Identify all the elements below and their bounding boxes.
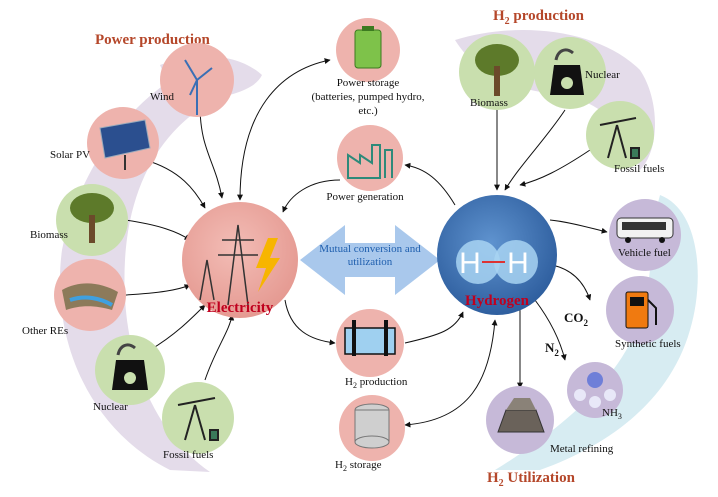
electrolyzer-icon — [344, 320, 396, 356]
power-biomass-node: Biomass — [30, 184, 128, 256]
wind-node: Wind — [150, 43, 234, 117]
other-res-node: Other REs — [22, 259, 126, 337]
arrow-biomass-electricity — [124, 219, 191, 241]
arrow-fossil-hydrogen — [519, 149, 591, 187]
arrow-other-electricity — [124, 284, 191, 296]
hydrogen-symbol-left: H — [459, 247, 481, 280]
power-tower-icon — [199, 224, 258, 306]
arrow-solar-electricity — [144, 159, 206, 209]
metal-refining-label: Metal refining — [550, 443, 614, 455]
power-storage-label-3: etc.) — [358, 105, 378, 117]
wind-turbine-icon — [184, 59, 213, 115]
oil-pump-icon — [177, 397, 219, 441]
vehicle-fuel-label: Vehicle fuel — [618, 247, 671, 259]
metal-ingot-icon — [497, 398, 545, 433]
h2-fossil-label: Fossil fuels — [614, 163, 664, 175]
h2-storage-node: H2 storage — [335, 395, 405, 473]
arrow-hydrogen-synthetic — [551, 264, 592, 301]
power-fossil-label: Fossil fuels — [163, 449, 213, 461]
connector-arrows — [124, 58, 608, 428]
fuel-pump-icon — [625, 291, 657, 329]
solar-label: Solar PV — [50, 149, 90, 161]
power-production-title: Power production — [95, 32, 211, 48]
co2-label: CO2 — [564, 310, 589, 328]
wind-label: Wind — [150, 91, 174, 103]
solar-panel-icon — [99, 119, 151, 170]
h2-fossil-node: Fossil fuels — [586, 101, 664, 175]
arrow-nuclear-electricity — [149, 304, 206, 351]
solar-node: Solar PV — [50, 107, 159, 179]
tree-icon — [475, 44, 519, 96]
vehicle-fuel-node: Vehicle fuel — [609, 199, 681, 271]
arrow-nuclear-hydrogen — [504, 109, 566, 191]
arrow-hydrogen-nh3 — [534, 299, 567, 361]
arrow-hydrogen-vehicle — [549, 219, 608, 234]
h2-production-middle-node: H2 production — [336, 309, 408, 390]
tree-icon — [70, 193, 114, 243]
arrow-generation-electricity — [282, 179, 341, 213]
power-storage-node: Power storage (batteries, pumped hydro, … — [311, 18, 425, 117]
hydrogen-hub: H H Hydrogen — [437, 195, 557, 315]
synthetic-fuels-label: Synthetic fuels — [615, 338, 681, 350]
h2-utilization-band — [495, 195, 698, 470]
factory-icon — [347, 144, 393, 179]
electricity-label: Electricity — [207, 300, 274, 316]
nuclear-plant-icon — [112, 343, 148, 390]
arrow-wind-electricity — [199, 104, 224, 199]
mutual-conversion-label-1: Mutual conversion and — [319, 243, 421, 255]
power-generation-label: Power generation — [326, 191, 404, 203]
h2-storage-label: H2 storage — [335, 459, 382, 473]
arrow-electricity-storage — [237, 58, 331, 201]
mutual-conversion-label-2: utilization — [348, 256, 393, 268]
power-nuclear-label: Nuclear — [93, 401, 128, 413]
lightning-bolt-icon — [256, 238, 280, 292]
hydrogen-label: Hydrogen — [465, 293, 530, 309]
arrow-h2storage-hydrogen — [404, 319, 498, 428]
other-res-label: Other REs — [22, 325, 68, 337]
h2-biomass-label: Biomass — [470, 97, 508, 109]
power-storage-label-1: Power storage — [337, 77, 400, 89]
n2-label: N2 — [545, 340, 559, 358]
power-generation-node: Power generation — [326, 125, 404, 203]
arrow-fossil-electricity — [204, 314, 235, 381]
power-storage-label-2: (batteries, pumped hydro, — [311, 91, 424, 103]
arrow-h2prod-hydrogen — [404, 311, 464, 344]
mutual-conversion-arrow — [300, 225, 440, 295]
h2-biomass-node: Biomass — [459, 34, 535, 110]
metal-refining-node: Metal refining — [486, 386, 614, 455]
battery-icon — [354, 26, 382, 69]
arrow-electricity-h2prod — [284, 299, 336, 346]
power-nuclear-node: Nuclear — [93, 335, 165, 413]
nh3-node: NH3 — [567, 362, 623, 421]
oil-pump-icon — [599, 117, 640, 159]
hydro-dam-icon — [62, 283, 118, 310]
power-fossil-node: Fossil fuels — [162, 382, 234, 461]
h2-production-title: H2 production — [493, 8, 585, 27]
ammonia-molecule-icon — [574, 372, 616, 408]
bus-icon — [616, 217, 674, 243]
power-biomass-label: Biomass — [30, 229, 68, 241]
h2-utilization-title: H2 Utilization — [487, 470, 576, 489]
h2-nuclear-label: Nuclear — [585, 69, 620, 81]
nuclear-plant-icon — [550, 48, 584, 95]
storage-cylinder-icon — [354, 403, 390, 449]
hydrogen-symbol-right: H — [507, 247, 529, 280]
h2-production-middle-label: H2 production — [345, 376, 408, 390]
h2-nuclear-node: Nuclear — [534, 37, 620, 109]
synthetic-fuels-node: Synthetic fuels — [606, 276, 681, 350]
arrow-hydrogen-generation — [404, 162, 456, 206]
electricity-hub: Electricity — [182, 202, 298, 318]
nh3-label: NH3 — [602, 407, 622, 421]
